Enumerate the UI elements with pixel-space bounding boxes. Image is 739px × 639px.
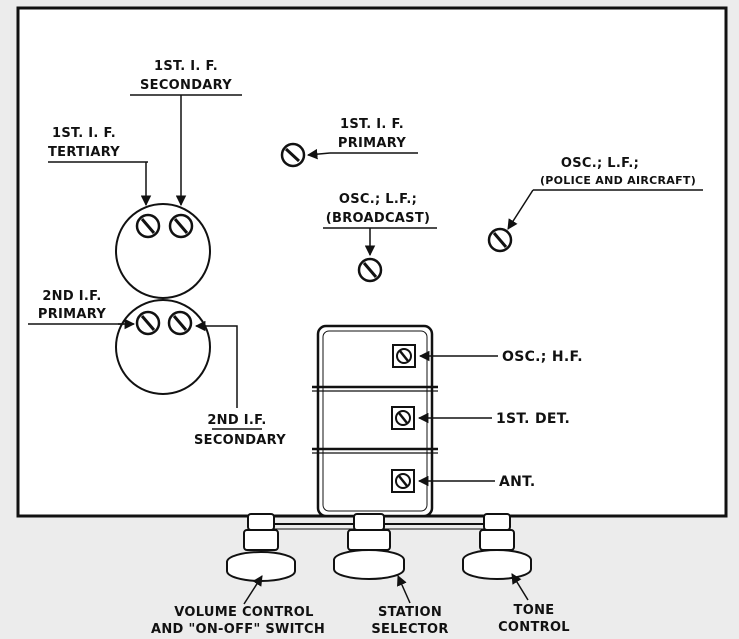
knob-shaft: [353, 513, 385, 531]
knob-bottom: [333, 568, 405, 580]
knob-shaft: [483, 513, 511, 531]
tone-control-knob[interactable]: [462, 513, 532, 580]
label-osc-lf-broadcast: OSC.; L.F.; (BROADCAST): [323, 192, 437, 229]
label-line: 1ST. I. F.: [154, 59, 218, 74]
label-2nd-if-secondary: 2ND I.F. SECONDARY: [194, 413, 286, 448]
label-line: CONTROL: [498, 620, 570, 635]
label-volume-control: VOLUME CONTROL AND "ON-OFF" SWITCH: [151, 605, 325, 637]
screw-slot: [172, 315, 188, 331]
label-1st-if-primary: 1ST. I. F. PRIMARY: [330, 117, 418, 154]
2nd-if-transformer-can: [115, 299, 211, 395]
label-line: 2ND I.F.: [42, 289, 101, 304]
label-line: 2ND I.F.: [207, 413, 266, 428]
arrow-osc-lf-police: [507, 189, 534, 230]
screw-slot: [362, 262, 378, 278]
label-line: (BROADCAST): [326, 211, 431, 226]
label-line: 1ST. I. F.: [340, 117, 404, 132]
knob-bottom: [226, 570, 296, 582]
label-line: TERTIARY: [48, 145, 120, 160]
arrow-1st-if-primary: [306, 148, 331, 160]
screw-slot: [399, 350, 409, 362]
label-line: OSC.; L.F.;: [561, 156, 639, 171]
knob-rim: [334, 560, 404, 569]
screw-slot: [492, 232, 508, 248]
knob-hub: [243, 529, 279, 551]
knob-hub: [347, 529, 391, 551]
arrow-tone-control: [511, 573, 529, 601]
label-line: SECONDARY: [194, 433, 286, 448]
label-line: 1ST. I. F.: [52, 126, 116, 141]
label-line: SELECTOR: [371, 622, 448, 637]
arrow-2nd-if-secondary: [194, 320, 238, 408]
screw-slot: [140, 218, 156, 234]
label-1st-if-tertiary: 1ST. I. F. TERTIARY: [48, 126, 148, 163]
label-osc-hf: OSC.; H.F.: [502, 349, 583, 365]
label-ant: ANT.: [499, 474, 536, 490]
label-1st-if-secondary: 1ST. I. F. SECONDARY: [130, 59, 242, 96]
volume-knob[interactable]: [226, 513, 296, 582]
label-1st-det: 1ST. DET.: [496, 411, 570, 427]
screw-slot: [284, 147, 301, 163]
knob-bottom: [462, 568, 532, 580]
arrow-station-selector: [397, 575, 411, 604]
screw-slot: [140, 315, 156, 331]
knob-rim: [463, 560, 531, 569]
label-line: VOLUME CONTROL: [174, 605, 314, 620]
label-station-selector: STATION SELECTOR: [371, 605, 448, 637]
label-2nd-if-primary: 2ND I.F. PRIMARY: [28, 289, 124, 325]
screw-slot: [398, 412, 408, 424]
label-line: AND "ON-OFF" SWITCH: [151, 622, 325, 637]
label-line: TONE: [514, 603, 555, 618]
label-line: PRIMARY: [38, 307, 106, 322]
station-selector-knob[interactable]: [333, 513, 405, 580]
label-line: PRIMARY: [338, 136, 406, 151]
label-osc-lf-police-aircraft: OSC.; L.F.; (POLICE AND AIRCRAFT): [533, 156, 703, 191]
1st-if-transformer-can: [115, 203, 211, 299]
screw-slot: [173, 218, 189, 234]
knob-shaft: [247, 513, 275, 531]
screw-slot: [398, 475, 408, 487]
arrow-volume-control: [243, 575, 263, 605]
label-line: SECONDARY: [140, 78, 232, 93]
knob-hub: [479, 529, 515, 551]
knob-rim: [227, 562, 295, 571]
label-line: STATION: [378, 605, 442, 620]
label-line: OSC.; L.F.;: [339, 192, 417, 207]
label-tone-control: TONE CONTROL: [498, 603, 570, 635]
label-line: (POLICE AND AIRCRAFT): [540, 174, 696, 187]
